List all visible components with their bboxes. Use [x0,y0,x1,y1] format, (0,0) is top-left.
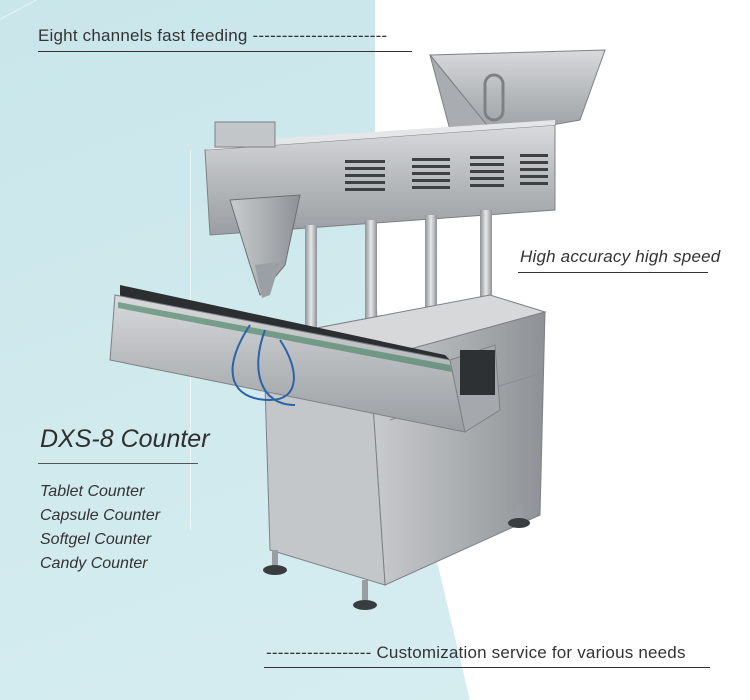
pillar [425,215,437,325]
feeding-head [204,120,556,298]
pillar [480,210,492,315]
leveling-feet [263,505,530,610]
product-title: DXS-8 Counter [40,425,210,453]
product-title-underline [38,463,198,464]
pillar [365,220,377,330]
counting-machine-image [109,49,606,610]
pillar [305,225,317,350]
customization-caption-underline [264,667,710,668]
list-item: Candy Counter [40,555,148,572]
motor [460,350,495,395]
feeding-caption-underline [38,51,412,52]
list-item: Tablet Counter [40,483,145,500]
accuracy-caption-underline [518,272,708,273]
conveyor [109,285,501,433]
customization-caption: ------------------ Customization service… [266,643,686,662]
feeding-caption: Eight channels fast feeding ------------… [38,26,388,45]
accuracy-caption: High accuracy high speed [520,247,721,266]
product-type-list: Tablet Counter Capsule Counter Softgel C… [40,480,160,576]
list-item: Softgel Counter [40,531,152,548]
list-item: Capsule Counter [40,507,161,524]
